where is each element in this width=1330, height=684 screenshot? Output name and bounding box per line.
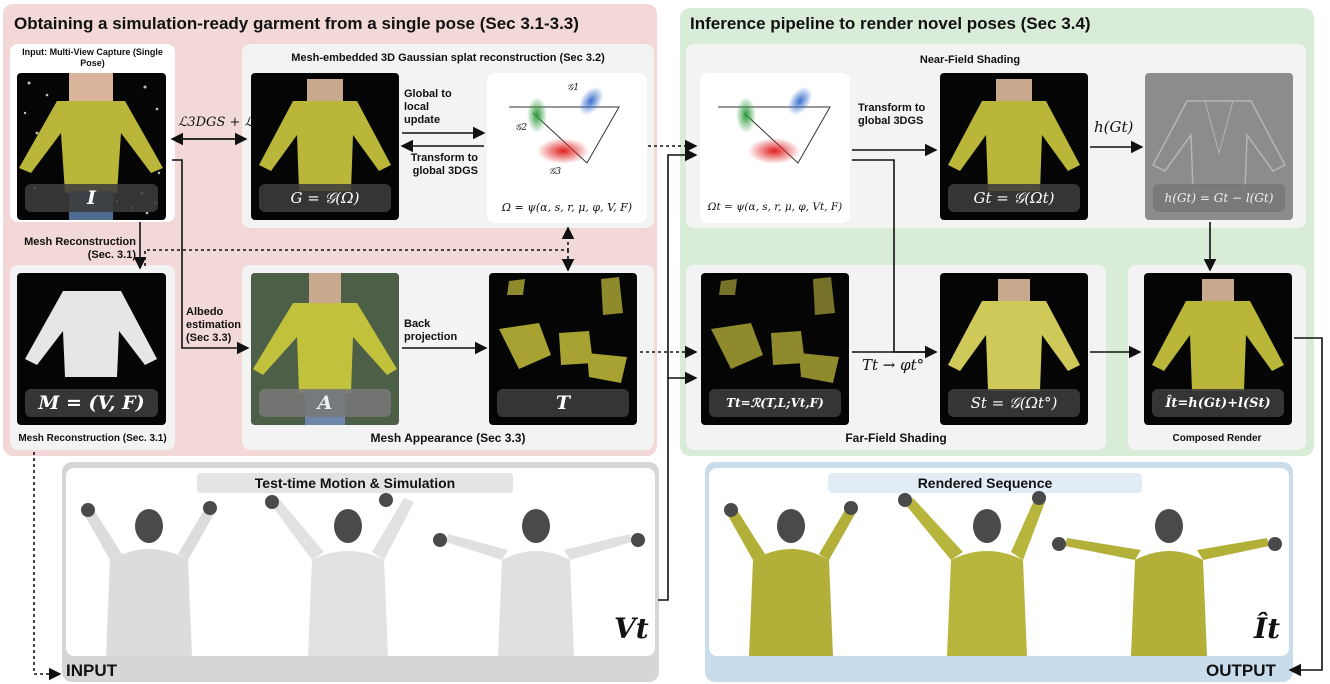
a-symbol: A: [259, 389, 391, 417]
motion-figure-1: [81, 501, 217, 656]
gaussian-diagram: 𝒢1 𝒢2 𝒢3 Ω = ψ(α, s, r, μ, φ, V, F): [487, 73, 647, 223]
rendered-figure-1: [724, 501, 858, 656]
input-caption: Input: Multi-View Capture (Single Pose): [22, 47, 163, 68]
st-symbol: St = 𝒢(Ωt°): [948, 389, 1080, 417]
gaussian-diagram-t: Ωt = ψ(α, s, r, μ, φ, Vt, F): [700, 73, 850, 223]
transform-to-global-t-label: Transform to global 3DGS: [858, 102, 926, 127]
input-symbol: I: [25, 184, 158, 212]
m-symbol: M = (V, F): [25, 389, 158, 417]
near-field-drawing: [948, 79, 1080, 191]
right-section-title: Inference pipeline to render novel poses…: [690, 14, 1091, 33]
output-label: OUTPUT: [1206, 661, 1276, 680]
gaussian-label-3: 𝒢3: [549, 167, 562, 177]
far-field-caption: Far-Field Shading: [845, 431, 947, 445]
texture-drawing: [499, 277, 627, 383]
mesh-recon-caption: Mesh Reconstruction (Sec. 3.1): [18, 433, 167, 444]
texture-t-drawing: [711, 277, 839, 383]
gaussian-label-1: 𝒢1: [567, 83, 580, 93]
rendered-figures: [724, 491, 1282, 656]
omega-formula: Ω = ψ(α, s, r, μ, φ, V, F): [501, 201, 633, 214]
loss-label: ℒ3DGS + ℒfg: [178, 115, 268, 130]
global-to-local-label: Global to local update: [404, 88, 452, 126]
gaussian-garment-image: G = 𝒢(Ω): [251, 73, 399, 220]
far-field-drawing: [948, 279, 1080, 391]
composed-caption: Composed Render: [1172, 433, 1262, 444]
vt-symbol: Vt: [614, 612, 649, 645]
gaussian-garment-drawing: [259, 79, 391, 191]
near-field-title: Near-Field Shading: [919, 54, 1021, 66]
gaussian-label-2: 𝒢2: [515, 123, 528, 133]
mesh-drawing: [25, 291, 157, 377]
mesh-appearance-caption: Mesh Appearance (Sec 3.3): [370, 431, 526, 445]
rendered-figure-2: [898, 491, 1046, 656]
gaussian-diagram-drawing: [509, 86, 620, 164]
motion-figure-3: [433, 509, 645, 656]
mesh-recon-label: Mesh Reconstruction (Sec. 3.1): [24, 236, 136, 261]
omega-t-formula: Ωt = ψ(α, s, r, μ, φ, Vt, F): [707, 201, 843, 213]
composed-drawing: [1152, 279, 1284, 391]
h-label: h(Gt): [1094, 118, 1134, 136]
rendered-banner: Rendered Sequence: [828, 473, 1142, 493]
gaussian-diagram-t-drawing: [718, 86, 831, 164]
albedo-image: A: [251, 273, 399, 425]
recon-title: Mesh-embedded 3D Gaussian splat reconstr…: [291, 52, 605, 64]
composed-image: Ît=h(Gt)+l(St): [1144, 273, 1292, 425]
h-formula: h(Gt) = Gt − l(Gt): [1153, 184, 1285, 212]
near-field-image: Gt = 𝒢(Ωt): [940, 73, 1088, 220]
gt-symbol: Gt = 𝒢(Ωt): [948, 184, 1080, 212]
t-symbol: T: [497, 389, 629, 417]
texture-t-image: Tt=ℛ(T,L;Vt,F): [701, 273, 849, 425]
transform-to-global-label: Transform to global 3DGS: [410, 152, 478, 177]
input-label: INPUT: [66, 661, 117, 680]
motion-figure-2: [265, 493, 414, 656]
motion-banner: Test-time Motion & Simulation: [197, 473, 513, 493]
far-field-image: St = 𝒢(Ωt°): [940, 273, 1088, 425]
tt-arrow-label: Tt → φt°: [862, 356, 925, 374]
texture-image: T: [489, 273, 637, 425]
arrow-mesh-to-input: [33, 452, 62, 681]
composed-formula: Ît=h(Gt)+l(St): [1152, 389, 1284, 417]
albedo-label: Albedo estimation (Sec 3.3): [186, 306, 242, 344]
motion-figures: [81, 493, 645, 656]
tt-formula: Tt=ℛ(T,L;Vt,F): [709, 389, 841, 417]
back-projection-label: Back projection: [404, 318, 458, 343]
mesh-image: M = (V, F): [17, 273, 166, 425]
it-symbol: Ît: [1254, 612, 1281, 645]
input-capture-image: I: [17, 73, 166, 220]
high-frequency-image: h(Gt) = Gt − l(Gt): [1145, 73, 1293, 220]
g-symbol: G = 𝒢(Ω): [259, 184, 391, 212]
left-section-title: Obtaining a simulation-ready garment fro…: [14, 14, 579, 33]
rendered-figure-3: [1052, 509, 1282, 656]
